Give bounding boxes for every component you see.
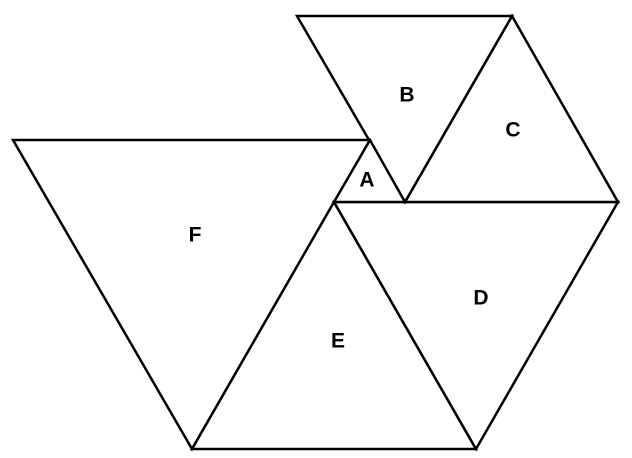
label-a: A [359,169,374,192]
label-b: B [399,84,414,107]
label-f: F [189,224,202,247]
triangle-b [294,14,515,205]
label-d: D [473,287,488,310]
triangle-a [331,137,408,204]
label-e: E [331,330,345,353]
label-c: C [505,119,520,142]
